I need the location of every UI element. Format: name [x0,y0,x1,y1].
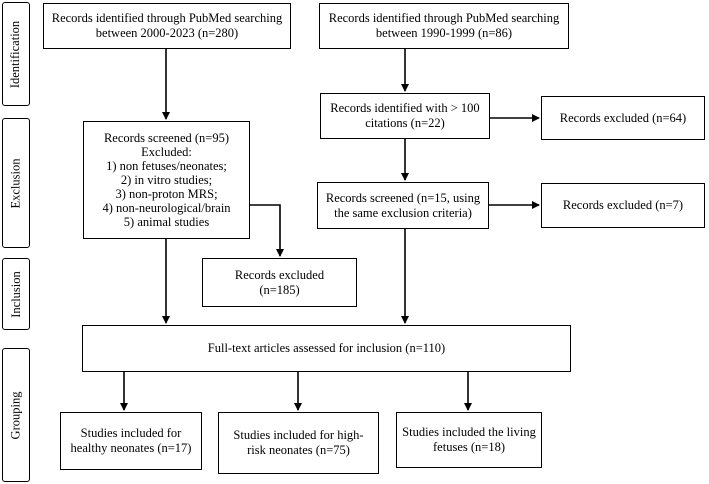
box-records-screened-15-line1: Records screened (n=15, using [325,190,481,205]
box-records-excluded-185-line2: (n=185) [259,282,300,297]
box-citations-over-100-line2: citations (n=22) [365,116,445,130]
stage-identification-label: Identification [8,20,23,88]
box-records-screened-15-line2: the same exclusion criteria) [334,205,472,220]
box-records-screened-95-line5: 3) non-proton MRS; [115,187,218,201]
box-pubmed-2000-2023-line2: between 2000-2023 (n=280) [95,26,239,40]
box-healthy-neonates-17-line1: Studies included for [80,426,182,440]
box-pubmed-1990-1999-line2: between 1990-1999 (n=86) [375,26,513,40]
box-records-excluded-7-line1: Records excluded (n=7) [562,198,684,212]
box-fulltext-assessed-110-line1: Full-text articles assessed for inclusio… [207,341,446,355]
stage-identification: Identification [2,2,30,106]
box-highrisk-neonates-75-line2: risk neonates (n=75) [247,443,350,457]
stage-inclusion: Inclusion [2,258,30,330]
stage-grouping: Grouping [2,348,30,482]
box-records-excluded-64-line1: Records excluded (n=64) [559,110,687,125]
box-living-fetuses-18-line2: fetuses (n=18) [433,440,505,454]
box-records-screened-95-line6: 4) non-neurological/brain [102,201,231,215]
box-records-screened-15: Records screened (n=15, using the same e… [317,182,489,229]
stage-exclusion-label: Exclusion [8,158,23,208]
box-records-screened-95-line7: 5) animal studies [123,215,210,229]
box-records-screened-95-line4: 2) in vitro studies; [120,173,213,187]
box-healthy-neonates-17: Studies included for healthy neonates (n… [60,412,202,470]
box-living-fetuses-18-line1: Studies included the living [402,425,536,439]
box-pubmed-2000-2023-line1: Records identified through PubMed search… [51,11,283,25]
stage-grouping-label: Grouping [8,391,23,439]
box-fulltext-assessed-110: Full-text articles assessed for inclusio… [82,325,571,372]
box-records-excluded-185: Records excluded (n=185) [202,258,357,307]
box-pubmed-1990-1999: Records identified through PubMed search… [319,3,569,49]
box-records-excluded-185-line1: Records excluded [234,267,325,282]
stage-exclusion: Exclusion [2,118,30,248]
stage-inclusion-label: Inclusion [8,270,23,318]
box-records-screened-95-line3: 1) non fetuses/neonates; [106,159,227,173]
box-records-screened-95: Records screened (n=95) Excluded: 1) non… [83,121,250,239]
arrow-screened-95-to-excluded-185 [250,204,284,257]
box-pubmed-2000-2023: Records identified through PubMed search… [43,3,291,49]
box-highrisk-neonates-75-line1: Studies included for high- [233,428,364,442]
box-citations-over-100: Records identified with > 100 citations … [320,93,490,139]
box-records-excluded-7: Records excluded (n=7) [541,183,705,228]
box-pubmed-1990-1999-line1: Records identified through PubMed search… [328,11,560,25]
box-healthy-neonates-17-line2: healthy neonates (n=17) [70,441,192,455]
box-living-fetuses-18: Studies included the living fetuses (n=1… [396,412,542,468]
box-highrisk-neonates-75: Studies included for high- risk neonates… [218,412,379,474]
box-citations-over-100-line1: Records identified with > 100 [330,101,480,115]
box-records-excluded-64: Records excluded (n=64) [541,96,705,140]
box-records-screened-95-line1: Records screened (n=95) [103,131,230,145]
box-records-screened-95-line2: Excluded: [141,145,192,159]
